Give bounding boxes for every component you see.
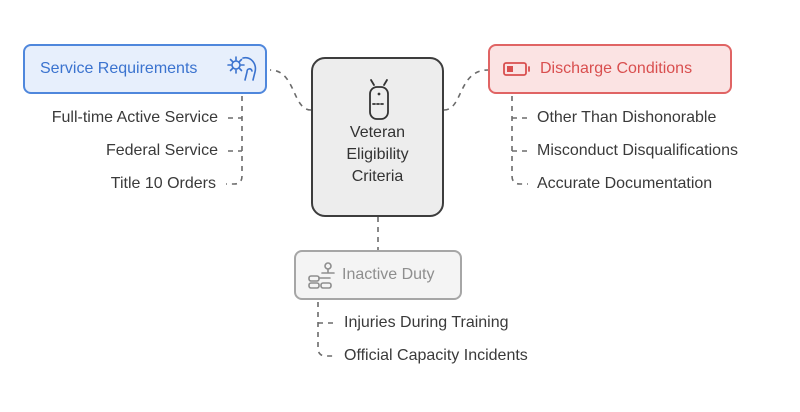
connector-discharge-branch xyxy=(511,96,528,185)
service-item-3: Title 10 Orders xyxy=(110,175,216,192)
inactive-item-1: Injuries During Training xyxy=(344,314,509,331)
inactive-item-2: Official Capacity Incidents xyxy=(344,347,528,364)
connector-center-discharge xyxy=(443,69,489,111)
service-requirements-node: Service Requirements xyxy=(23,44,267,94)
service-item-1: Full-time Active Service xyxy=(51,109,218,126)
connector-center-service xyxy=(269,69,312,111)
service-item-2: Federal Service xyxy=(105,142,218,159)
connector-service-branch xyxy=(226,96,243,185)
center-label: Veteran Eligibility Criteria xyxy=(346,124,409,185)
battery-icon xyxy=(503,62,530,76)
inactive-duty-node: Inactive Duty xyxy=(294,250,462,300)
training-icon xyxy=(308,262,335,289)
discharge-item-3: Accurate Documentation xyxy=(537,175,713,192)
gear-hand-icon xyxy=(227,56,257,81)
service-requirements-label: Service Requirements xyxy=(40,60,198,77)
discharge-conditions-node: Discharge Conditions xyxy=(488,44,732,94)
connector-inactive-branch xyxy=(317,302,334,357)
robot-icon xyxy=(369,79,389,120)
center-node: Veteran Eligibility Criteria xyxy=(311,57,444,217)
discharge-item-2: Misconduct Disqualifications xyxy=(537,142,738,159)
inactive-duty-label: Inactive Duty xyxy=(342,266,435,283)
discharge-item-1: Other Than Dishonorable xyxy=(537,109,717,126)
discharge-conditions-label: Discharge Conditions xyxy=(540,60,693,77)
